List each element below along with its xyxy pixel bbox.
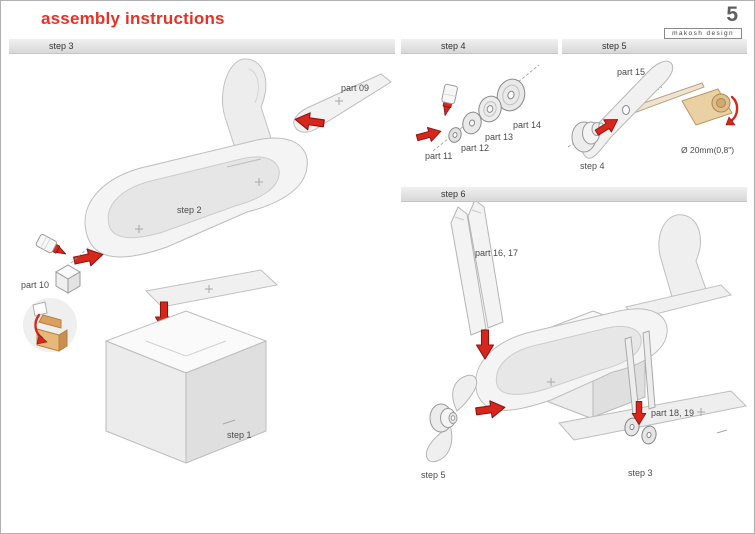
- red-arrow-icon: [475, 329, 495, 360]
- washer-part14-icon: [496, 78, 526, 112]
- step6-header-label: step 6: [441, 189, 466, 199]
- step6-illustration: [425, 199, 747, 463]
- washer-part11-icon: [448, 127, 462, 143]
- wing-part09-shape: [293, 73, 392, 133]
- washer-part13-icon: [478, 95, 502, 123]
- cardboard-box-inset-icon: [23, 298, 77, 352]
- glue-bottle-icon: [441, 83, 458, 116]
- wheel-part19-icon: [641, 425, 657, 445]
- red-arrow-icon: [73, 248, 104, 267]
- step3-panel-header: step 3: [9, 39, 395, 54]
- step4-header-label: step 4: [441, 41, 466, 51]
- step6-panel-header: step 6: [401, 187, 747, 202]
- page-number: 5: [726, 3, 738, 26]
- label-step-2: step 2: [177, 205, 202, 215]
- part10-cube-icon: [55, 246, 90, 294]
- label-part-10: part 10: [21, 280, 50, 290]
- step3-illustration: [23, 58, 392, 464]
- label-part-14: part 14: [513, 120, 542, 130]
- step5-panel: step 5 part 15 step 4 Ø 20mm(0,8"): [562, 39, 747, 180]
- red-arrow-icon: [475, 400, 506, 419]
- label-part-18-19: part 18, 19: [651, 408, 695, 418]
- label-part-16-17: part 16, 17: [475, 248, 519, 258]
- red-arrow-icon: [294, 112, 325, 131]
- label-step-3-ref: step 3: [628, 468, 653, 478]
- red-arrow-icon: [594, 119, 619, 136]
- step5-panel-header: step 5: [562, 39, 747, 54]
- step3-panel: step 3 part 09 step 2 part 10 step 1: [9, 39, 395, 529]
- label-step-5-ref: step 5: [421, 470, 446, 480]
- label-part-09: part 09: [341, 83, 370, 93]
- label-diameter: Ø 20mm(0,8"): [681, 145, 735, 155]
- wheel-part18-icon: [624, 417, 640, 437]
- step4-panel-header: step 4: [401, 39, 558, 54]
- propeller-icon: [425, 374, 478, 463]
- label-part-15: part 15: [617, 67, 646, 77]
- washer-part12-icon: [462, 111, 482, 135]
- step4-illustration: [415, 64, 540, 152]
- step5-illustration: [567, 60, 739, 159]
- label-part-13: part 13: [485, 132, 514, 142]
- base-box-shape: [104, 310, 268, 464]
- strut-parts-shape: [450, 199, 504, 336]
- label-part-12: part 12: [461, 143, 490, 153]
- brand-label: makosh design: [664, 28, 742, 39]
- glue-bottle-icon: [35, 234, 67, 255]
- step5-header-label: step 5: [602, 41, 627, 51]
- label-step-4-ref: step 4: [580, 161, 605, 171]
- page-title: assembly instructions: [41, 9, 225, 28]
- label-part-11: part 11: [425, 151, 453, 161]
- red-arrow-icon: [415, 126, 442, 142]
- lower-wing-shape: [558, 390, 747, 441]
- red-arrow-icon: [631, 400, 647, 426]
- step3-header-label: step 3: [49, 41, 74, 51]
- step4-panel: step 4 part 11 part 12 part 13 part 14: [401, 39, 558, 180]
- rolled-paper-icon: [681, 88, 739, 126]
- step6-panel: step 6 part 16, 17 part 18, 19 step 5 st…: [401, 187, 747, 529]
- label-step-1: step 1: [227, 430, 252, 440]
- spinner-cone-icon: [571, 121, 604, 153]
